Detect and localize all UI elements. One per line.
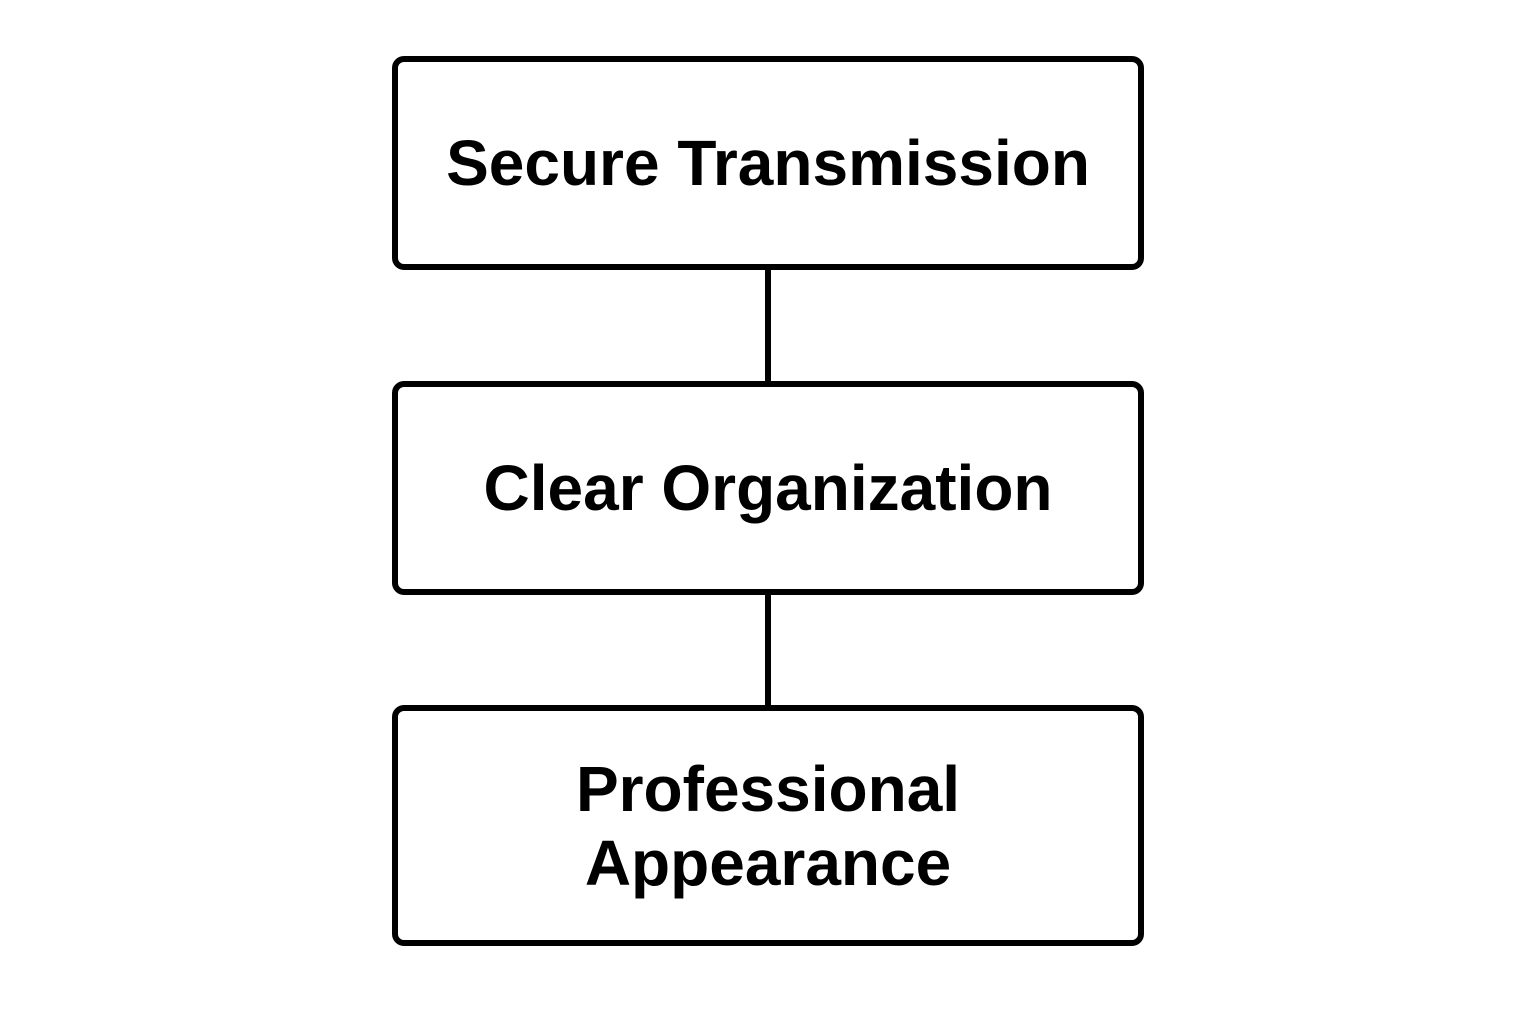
connector-line [765, 270, 771, 381]
node-label: Secure Transmission [446, 127, 1090, 199]
node-label: Clear Organization [483, 452, 1053, 524]
node-professional-appearance: Professional Appearance [392, 705, 1144, 946]
node-secure-transmission: Secure Transmission [392, 56, 1144, 270]
connector-line [765, 595, 771, 705]
node-label: Professional Appearance [575, 752, 961, 899]
node-clear-organization: Clear Organization [392, 381, 1144, 595]
